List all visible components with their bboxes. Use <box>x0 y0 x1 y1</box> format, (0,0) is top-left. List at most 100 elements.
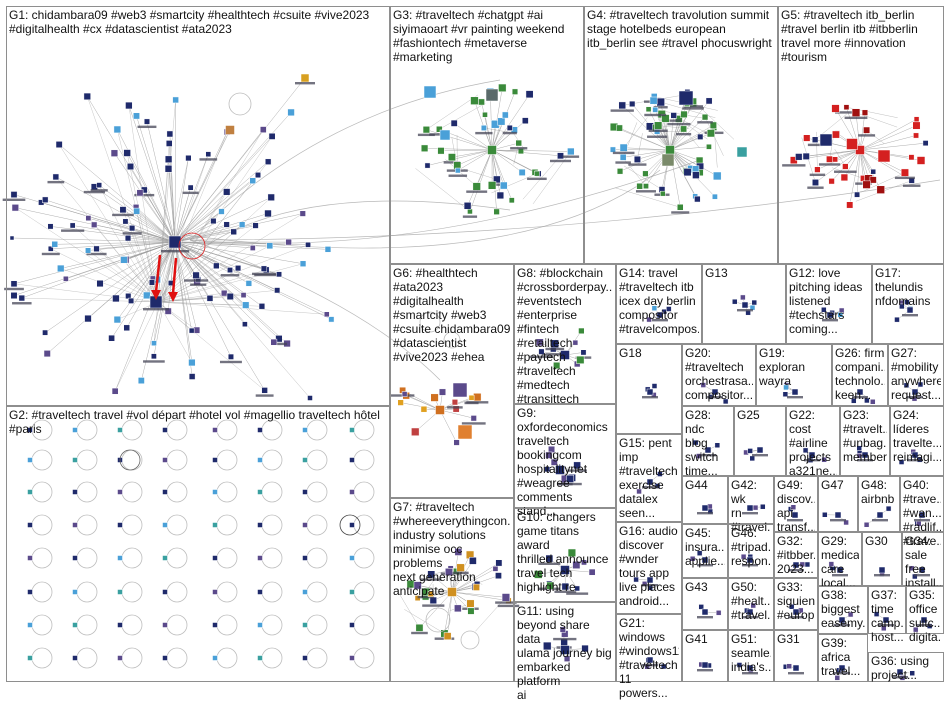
group-box-g48: G48: airbnb <box>858 476 900 532</box>
group-box-g34: G34: sale free install... <box>902 532 944 586</box>
group-label-g22: G22: cost #airline projects a321ne... <box>789 408 837 478</box>
group-label-g9: G9: oxfordeconomics traveltech bookingco… <box>517 406 613 518</box>
group-box-g50: G50: #healt... #travel... <box>728 578 774 630</box>
group-label-g17: G17: thelundis nfdomains <box>875 266 941 308</box>
group-box-g23: G23: #travelt... #unbag... member... <box>840 406 890 476</box>
group-box-g18: G18 <box>616 344 682 434</box>
group-box-g5: G5: #traveltech itb_berlin #travel berli… <box>778 6 944 264</box>
group-box-g7: G7: #traveltech #whereeverythingcon... i… <box>390 498 514 682</box>
group-box-g27: G27: #mobility anywhere request... <box>888 344 944 406</box>
group-label-g18: G18 <box>619 346 679 360</box>
group-box-g16: G16: audio discover #wnder tours app liv… <box>616 522 682 614</box>
group-box-g45: G45: insura... applie... <box>682 524 728 578</box>
group-box-g20: G20: #traveltech orchestrasa... composit… <box>682 344 756 406</box>
group-label-g26: G26: firm compani... technolo... keen... <box>835 346 885 402</box>
group-label-g12: G12: love pitching ideas listened #techs… <box>789 266 869 336</box>
group-box-g49: G49: discov... api transf... <box>774 476 818 532</box>
group-box-g8: G8: #blockchain #crossborderpay... #even… <box>514 264 616 404</box>
group-label-g4: G4: #traveltech travolution summit stage… <box>587 8 775 50</box>
group-box-g40: G40: #trave... #wan... #radlif... #trave… <box>900 476 944 532</box>
group-box-g51: G51: seamle... india's... <box>728 630 774 682</box>
group-label-g6: G6: #healthtech #ata2023 #digitalhealth … <box>393 266 511 364</box>
group-label-g25: G25 <box>737 408 783 422</box>
group-label-g43: G43 <box>685 580 725 594</box>
group-label-g35: G35: office suitc... digita... <box>909 588 941 644</box>
group-box-g11: G11: using beyond share data ulama journ… <box>514 602 616 682</box>
group-box-g42: G42: wk rn #travel... <box>728 476 774 524</box>
group-label-g14: G14: travel #traveltech itb icex day ber… <box>619 266 699 336</box>
group-box-g24: G24: líderes travelte... reimagi... <box>890 406 944 476</box>
group-label-g37: G37: time camp... host... <box>871 588 903 644</box>
group-label-g5: G5: #traveltech itb_berlin #travel berli… <box>781 8 941 64</box>
group-label-g27: G27: #mobility anywhere request... <box>891 346 941 402</box>
group-box-g12: G12: love pitching ideas listened #techs… <box>786 264 872 344</box>
group-label-g16: G16: audio discover #wnder tours app liv… <box>619 524 679 608</box>
group-label-g19: G19: exploran wayra <box>759 346 829 388</box>
group-label-g15: G15: pent imp #traveltech exercise datal… <box>619 436 679 520</box>
group-box-g19: G19: exploran wayra <box>756 344 832 406</box>
group-label-g2: G2: #traveltech travel #vol départ #hote… <box>9 408 387 436</box>
group-box-g33: G33: siguien... #europ... <box>774 578 818 630</box>
group-box-g35: G35: office suitc... digita... <box>906 586 944 634</box>
group-label-g32: G32: #itbber... 2023... <box>777 534 815 576</box>
group-label-g10: G10: changers game titans award thrilled… <box>517 510 613 594</box>
group-box-g43: G43 <box>682 578 728 630</box>
group-box-g26: G26: firm compani... technolo... keen... <box>832 344 888 406</box>
group-box-g6: G6: #healthtech #ata2023 #digitalhealth … <box>390 264 514 498</box>
group-label-g46: G46: #tripad... respon... <box>731 526 771 568</box>
group-box-g15: G15: pent imp #traveltech exercise datal… <box>616 434 682 522</box>
group-label-g41: G41 <box>685 632 725 646</box>
group-label-g38: G38: biggest easemy... <box>821 588 865 630</box>
group-box-g17: G17: thelundis nfdomains <box>872 264 944 344</box>
group-label-g3: G3: #traveltech #chatgpt #ai siyimaoart … <box>393 8 581 64</box>
group-box-g25: G25 <box>734 406 786 476</box>
group-label-g28: G28: ndc blog switch time... <box>685 408 731 478</box>
group-label-g7: G7: #traveltech #whereeverythingcon... i… <box>393 500 511 598</box>
group-label-g1: G1: chidambara09 #web3 #smartcity #healt… <box>9 8 387 36</box>
group-box-g4: G4: #traveltech travolution summit stage… <box>584 6 778 264</box>
group-label-g44: G44 <box>685 478 725 492</box>
group-box-g3: G3: #traveltech #chatgpt #ai siyimaoart … <box>390 6 584 264</box>
group-box-g14: G14: travel #traveltech itb icex day ber… <box>616 264 702 344</box>
group-label-g51: G51: seamle... india's... <box>731 632 771 674</box>
group-box-g9: G9: oxfordeconomics traveltech bookingco… <box>514 404 616 508</box>
group-box-g38: G38: biggest easemy... <box>818 586 868 634</box>
group-label-g13: G13 <box>705 266 783 280</box>
group-box-g47: G47 <box>818 476 858 532</box>
group-label-g45: G45: insura... applie... <box>685 526 725 568</box>
group-box-g36: G36: using project... <box>868 652 944 682</box>
group-label-g34: G34: sale free install... <box>905 534 941 590</box>
group-label-g29: G29: medical care local... <box>821 534 859 590</box>
group-label-g24: G24: líderes travelte... reimagi... <box>893 408 941 464</box>
group-box-g30: G30 <box>862 532 902 586</box>
group-box-g29: G29: medical care local... <box>818 532 862 586</box>
group-box-g32: G32: #itbber... 2023... <box>774 532 818 578</box>
group-box-g10: G10: changers game titans award thrilled… <box>514 508 616 602</box>
group-box-g22: G22: cost #airline projects a321ne... <box>786 406 840 476</box>
group-label-g20: G20: #traveltech orchestrasa... composit… <box>685 346 753 402</box>
group-box-g46: G46: #tripad... respon... <box>728 524 774 578</box>
group-label-g47: G47 <box>821 478 855 492</box>
group-label-g48: G48: airbnb <box>861 478 897 506</box>
group-box-g31: G31 <box>774 630 818 682</box>
group-label-g33: G33: siguien... #europ... <box>777 580 815 622</box>
group-label-g23: G23: #travelt... #unbag... member... <box>843 408 887 464</box>
group-label-g8: G8: #blockchain #crossborderpay... #even… <box>517 266 613 406</box>
group-label-g36: G36: using project... <box>871 654 941 682</box>
group-box-g44: G44 <box>682 476 728 524</box>
group-label-g49: G49: discov... api transf... <box>777 478 815 534</box>
group-box-g39: G39: africa travel... <box>818 634 868 682</box>
group-label-g50: G50: #healt... #travel... <box>731 580 771 622</box>
group-box-g21: G21: windows #windows11 #traveltech 11 p… <box>616 614 682 682</box>
group-box-g1: G1: chidambara09 #web3 #smartcity #healt… <box>6 6 390 406</box>
group-label-g31: G31 <box>777 632 815 646</box>
group-label-g21: G21: windows #windows11 #traveltech 11 p… <box>619 616 679 700</box>
group-box-g2: G2: #traveltech travel #vol départ #hote… <box>6 406 390 682</box>
group-label-g30: G30 <box>865 534 899 548</box>
group-label-g11: G11: using beyond share data ulama journ… <box>517 604 613 702</box>
group-box-g37: G37: time camp... host... <box>868 586 906 634</box>
group-label-g39: G39: africa travel... <box>821 636 865 678</box>
group-box-g41: G41 <box>682 630 728 682</box>
group-box-g28: G28: ndc blog switch time... <box>682 406 734 476</box>
